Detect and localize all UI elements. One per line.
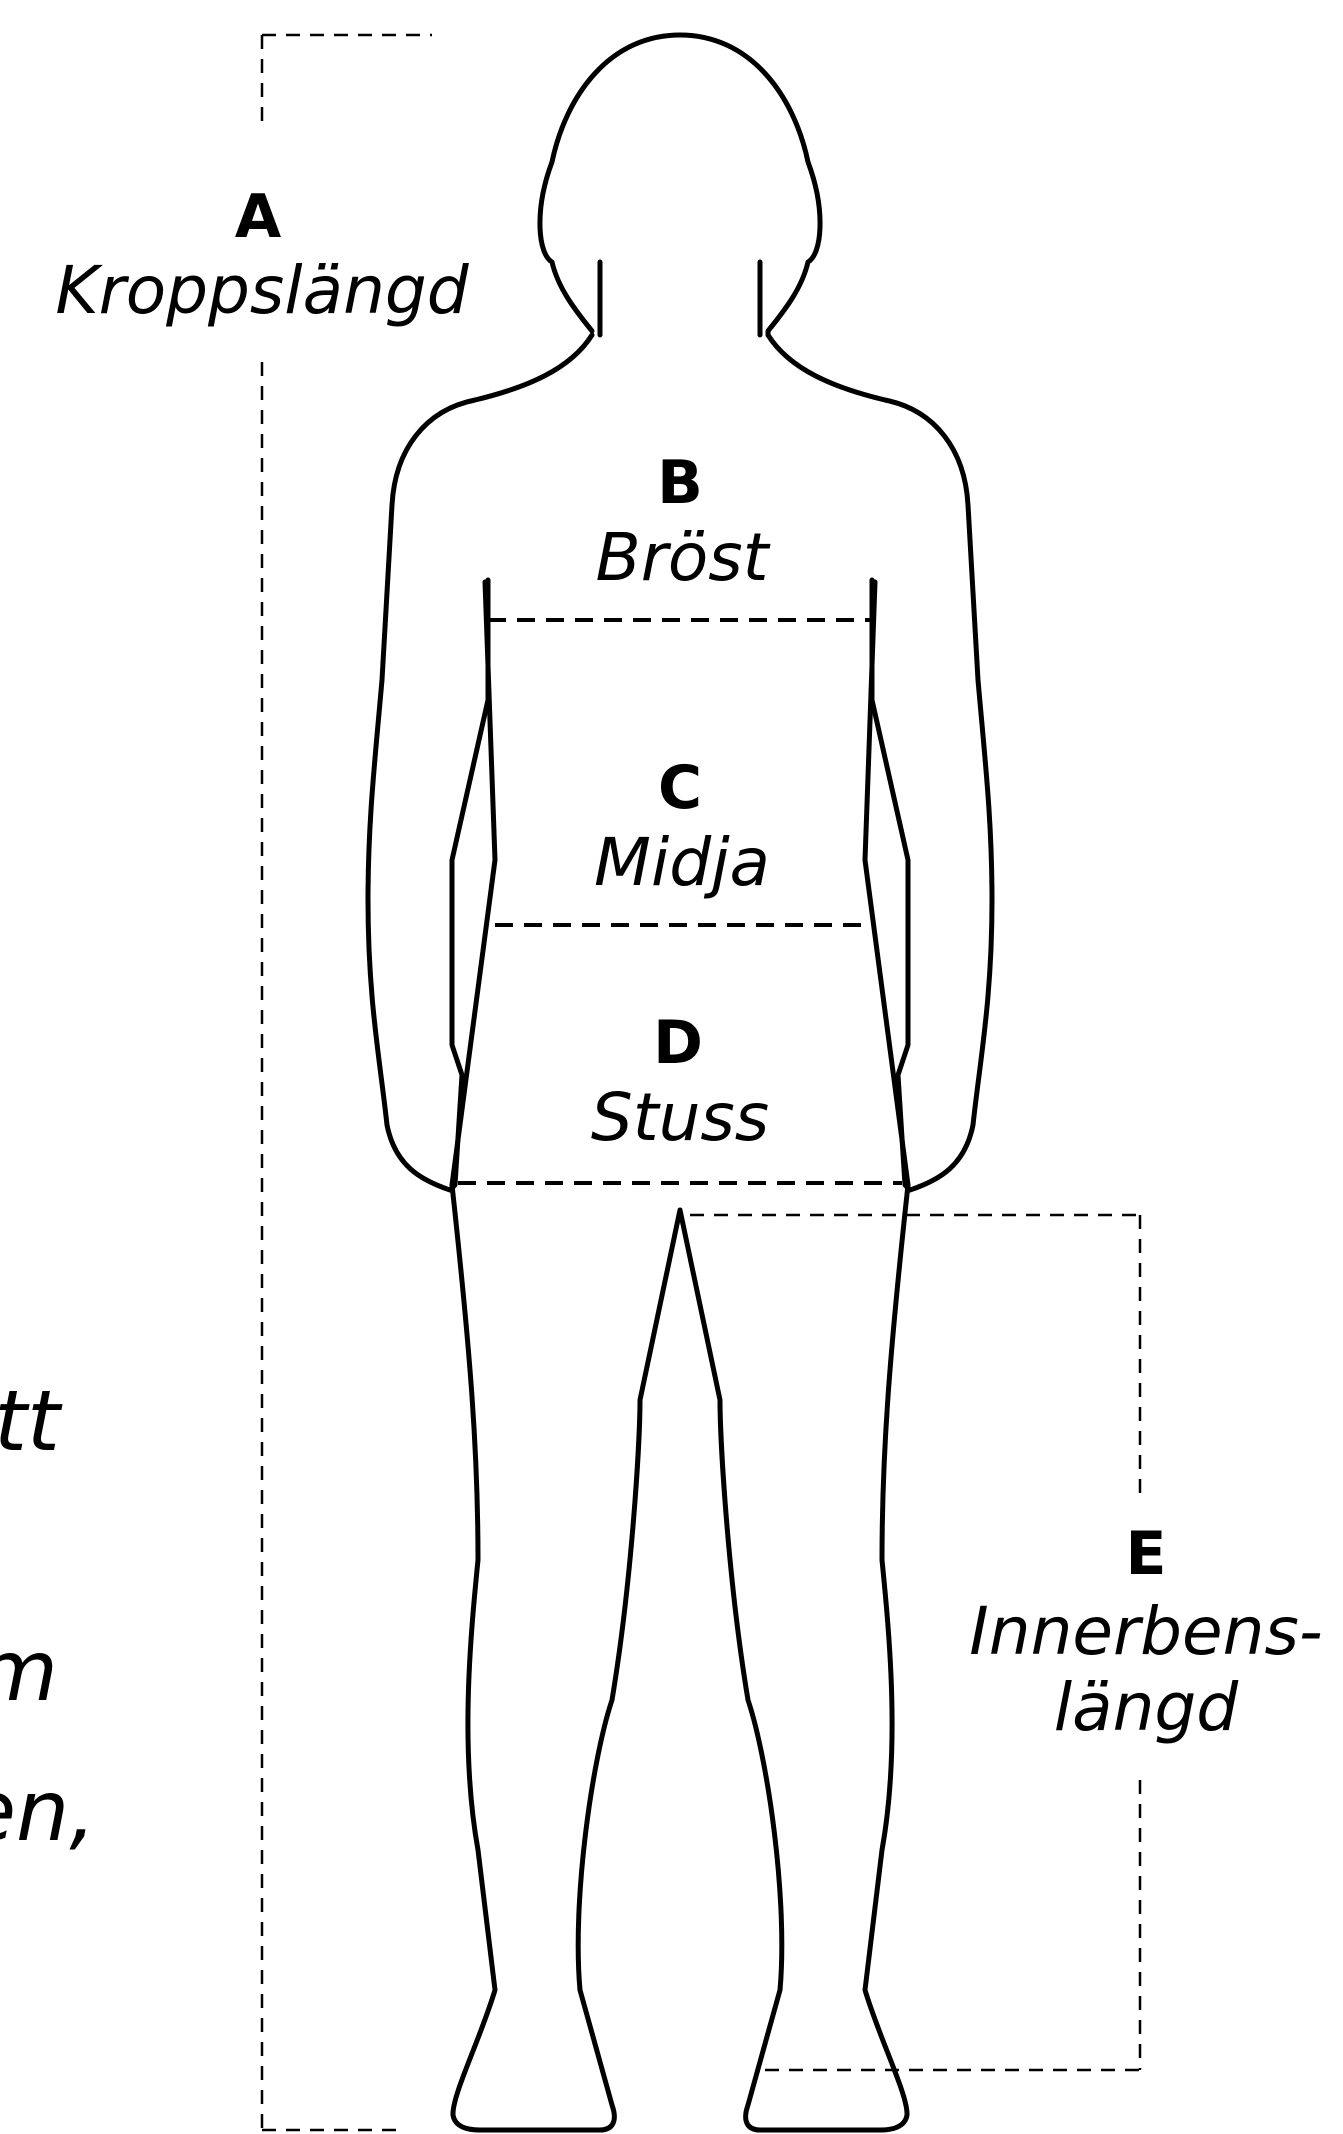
label-e-text-line1: Innerbens- (969, 1593, 1322, 1670)
label-b-text: Bröst (595, 519, 770, 596)
cropped-text-line1: tt (0, 1372, 63, 1470)
label-a-letter: A (235, 182, 282, 252)
label-e-letter: E (1126, 1519, 1167, 1589)
cropped-text-line3: en, (0, 1762, 96, 1860)
label-a-text: Kroppslängd (55, 252, 469, 329)
label-c-text: Midja (594, 824, 770, 901)
cropped-text-line2: m (0, 1622, 58, 1720)
neck-outline (600, 262, 760, 335)
label-b-letter: B (657, 448, 703, 518)
label-d-text: Stuss (591, 1079, 769, 1156)
cropped-paragraph: tt m en, (0, 1372, 96, 1860)
legs-outline (452, 1185, 908, 2130)
measurement-labels: A Kroppslängd B Bröst C Midja D Stuss E … (55, 182, 1322, 1746)
label-e-text-line2: längd (1054, 1669, 1240, 1746)
label-c-letter: C (658, 753, 702, 823)
label-d-letter: D (653, 1008, 703, 1078)
